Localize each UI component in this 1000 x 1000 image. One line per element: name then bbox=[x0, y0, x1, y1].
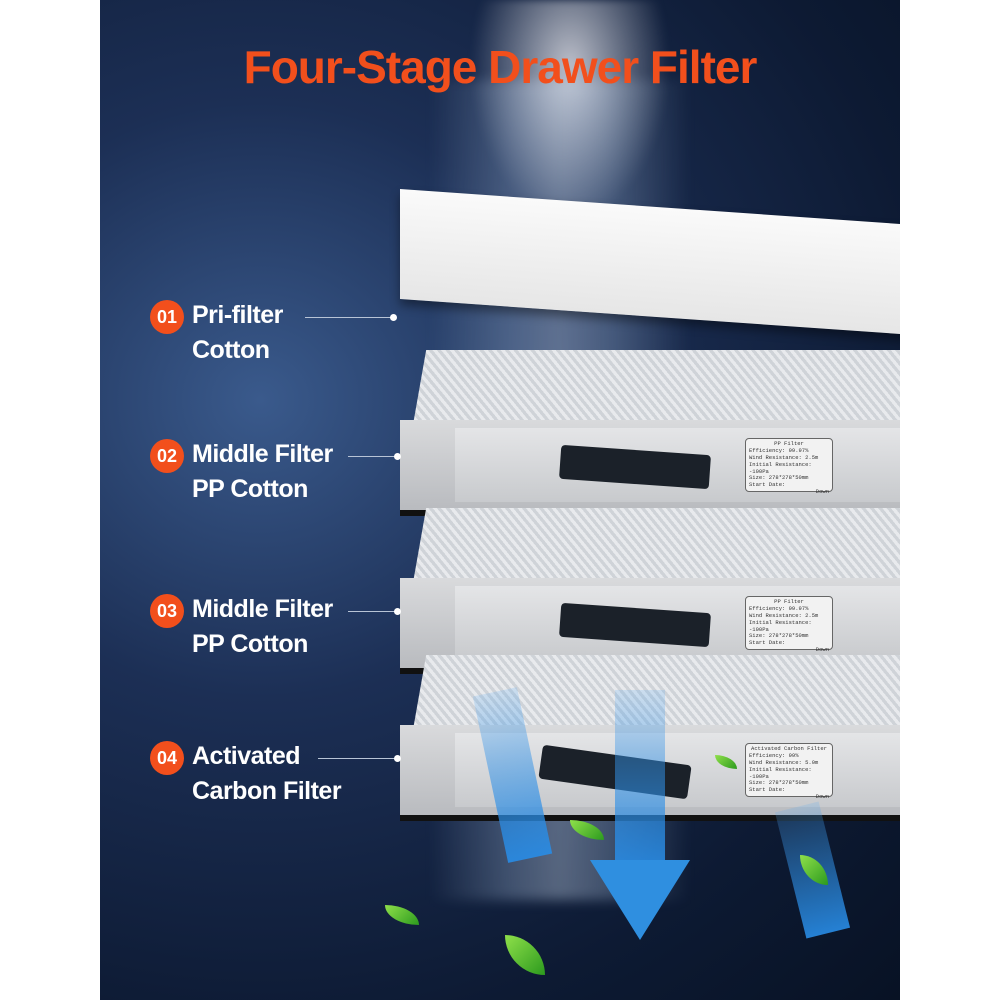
filter-mesh bbox=[413, 508, 900, 578]
down-arrow-icon bbox=[590, 860, 690, 940]
sticker-line: Size: 278*278*50mm bbox=[749, 779, 809, 787]
stage-name: PP Cotton bbox=[192, 475, 308, 503]
leader-line bbox=[348, 611, 396, 612]
sticker-line: Efficiency: 99% bbox=[749, 751, 799, 759]
sticker-line: Start Date: bbox=[749, 481, 786, 489]
leaf-icon bbox=[385, 905, 419, 925]
stage-label-3: 03 Middle Filter PP Cotton bbox=[150, 592, 333, 662]
clean-air-arrow bbox=[615, 690, 665, 870]
stage-number: 02 bbox=[150, 439, 184, 473]
filter-sticker: PP Filter Efficiency: 99.97%Wind Resista… bbox=[745, 438, 833, 495]
stage-name: Pri-filter bbox=[192, 301, 283, 329]
leader-dot bbox=[394, 453, 401, 460]
sticker-line: Wind Resistance: 5.0m bbox=[749, 758, 819, 766]
sticker-line: Size: 278*278*50mm bbox=[749, 474, 809, 482]
sticker-line: Initial Resistance: -100Pa bbox=[749, 460, 812, 475]
leader-dot bbox=[390, 314, 397, 321]
sticker-line: Size: 278*278*50mm bbox=[749, 632, 809, 640]
leader-line bbox=[348, 456, 396, 457]
stage-name: Carbon Filter bbox=[192, 777, 342, 805]
stage-name: Middle Filter bbox=[192, 595, 333, 623]
stage-number: 03 bbox=[150, 594, 184, 628]
filter-sticker: Activated Carbon Filter Efficiency: 99%W… bbox=[745, 743, 833, 800]
sticker-line: Wind Resistance: 2.5m bbox=[749, 611, 819, 619]
leaf-icon bbox=[505, 935, 545, 975]
smoke bbox=[470, 0, 670, 220]
stage-label-2: 02 Middle Filter PP Cotton bbox=[150, 437, 333, 507]
sticker-title: PP Filter bbox=[774, 440, 804, 447]
stage-number: 04 bbox=[150, 741, 184, 775]
leader-line bbox=[305, 317, 393, 318]
leader-line bbox=[318, 758, 396, 759]
stage-name: Cotton bbox=[192, 336, 270, 364]
sticker-line: Efficiency: 99.97% bbox=[749, 446, 809, 454]
filter-mesh bbox=[413, 350, 900, 420]
stage-name: Middle Filter bbox=[192, 440, 333, 468]
sticker-line: Start Date: bbox=[749, 639, 786, 647]
middle-filter-drawer-1: PP Filter Efficiency: 99.97%Wind Resista… bbox=[400, 350, 900, 516]
down-arrow-icon: Down bbox=[815, 793, 829, 801]
product-image: Four-Stage Drawer Filter PP Filter Effic… bbox=[100, 0, 900, 1000]
filter-sticker: PP Filter Efficiency: 99.97%Wind Resista… bbox=[745, 596, 833, 653]
down-arrow-icon: Down bbox=[815, 488, 829, 496]
stage-name: Activated bbox=[192, 742, 301, 770]
leader-dot bbox=[394, 755, 401, 762]
down-arrow-icon: Down bbox=[815, 646, 829, 654]
sticker-title: PP Filter bbox=[774, 598, 804, 605]
stage-number: 01 bbox=[150, 300, 184, 334]
stage-name: PP Cotton bbox=[192, 630, 308, 658]
leader-dot bbox=[394, 608, 401, 615]
sticker-line: Initial Resistance: -100Pa bbox=[749, 765, 812, 780]
sticker-line: Start Date: bbox=[749, 786, 786, 794]
sticker-line: Wind Resistance: 2.5m bbox=[749, 453, 819, 461]
sticker-line: Efficiency: 99.97% bbox=[749, 604, 809, 612]
sticker-line: Initial Resistance: -100Pa bbox=[749, 618, 812, 633]
page-title: Four-Stage Drawer Filter bbox=[243, 41, 758, 93]
sticker-title: Activated Carbon Filter bbox=[751, 745, 827, 752]
